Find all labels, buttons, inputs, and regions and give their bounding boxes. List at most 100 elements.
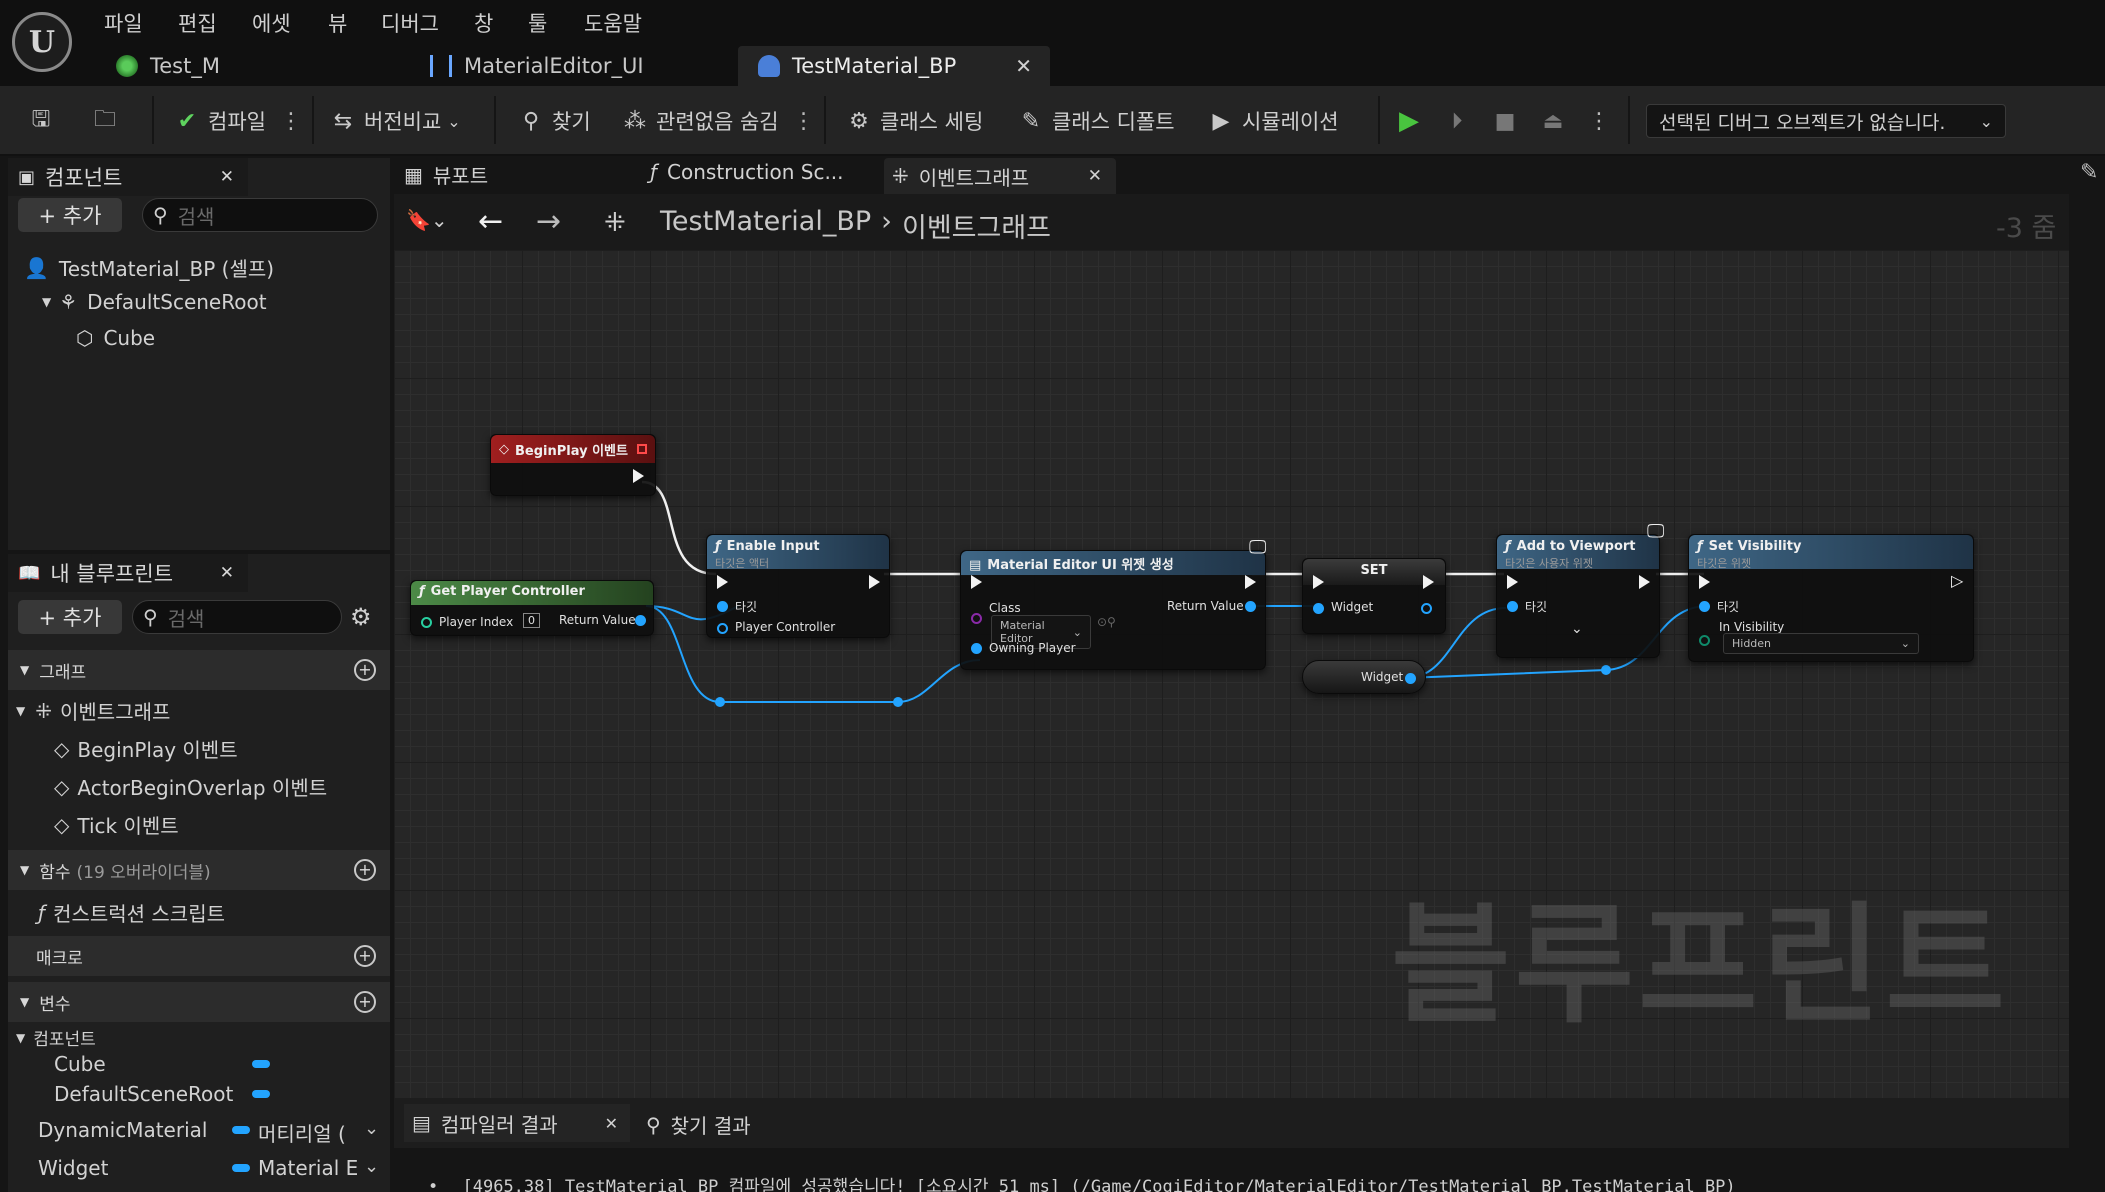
exec-out-pin[interactable]: ▷ bbox=[1951, 571, 1964, 590]
player-controller-in-pin[interactable] bbox=[717, 623, 728, 634]
menu-debug[interactable]: 디버그 bbox=[381, 12, 439, 36]
tree-item-cube[interactable]: ⬡ Cube bbox=[76, 326, 155, 350]
debug-object-dropdown[interactable]: 선택된 디버그 오브젝트가 없습니다. ⌄ bbox=[1646, 104, 2006, 138]
tree-item-eventgraph[interactable]: ▼ ⁜ 이벤트그래프 bbox=[16, 696, 170, 725]
tree-item-event-actorbeginoverlap[interactable]: ◇ ActorBeginOverlap 이벤트 bbox=[54, 772, 327, 801]
exec-in-pin[interactable] bbox=[971, 575, 982, 589]
owning-player-in-pin[interactable] bbox=[971, 643, 982, 654]
tab-compiler-results[interactable]: ▤ 컴파일러 결과 ✕ bbox=[404, 1104, 630, 1142]
diff-button[interactable]: ⇆ 버전비교 ⌄ bbox=[330, 104, 461, 138]
graph-tab-viewport[interactable]: ▦ 뷰포트 bbox=[404, 160, 488, 189]
graph-tab-construction-script[interactable]: ƒ Construction Sc... bbox=[650, 160, 844, 184]
reroute-knot[interactable] bbox=[893, 697, 903, 707]
find-button[interactable]: ⚲ 찾기 bbox=[518, 104, 591, 138]
class-defaults-button[interactable]: ✎ 클래스 디폴트 bbox=[1018, 104, 1175, 138]
stop-icon[interactable]: ■ bbox=[1494, 108, 1516, 134]
step-icon[interactable]: ⏵ bbox=[1451, 108, 1463, 134]
my-blueprint-tab[interactable]: 📖 내 블루프린트 ✕ bbox=[8, 554, 248, 592]
exec-in-pin[interactable] bbox=[1699, 575, 1710, 589]
tree-item-defaultsceneroot[interactable]: ▼ ⚘ DefaultSceneRoot bbox=[42, 290, 267, 314]
visibility-dropdown[interactable]: Hidden⌄ bbox=[1723, 633, 1919, 654]
compile-button[interactable]: ✔ 컴파일 ⋮ bbox=[174, 104, 302, 138]
play-icon[interactable]: ▶ bbox=[1399, 106, 1419, 136]
eject-icon[interactable]: ⏏ bbox=[1542, 108, 1564, 134]
reroute-knot[interactable] bbox=[715, 697, 725, 707]
tree-item-event-beginplay[interactable]: ◇ BeginPlay 이벤트 bbox=[54, 734, 238, 763]
menu-help[interactable]: 도움말 bbox=[584, 12, 642, 36]
add-component-button[interactable]: + 추가 bbox=[18, 198, 122, 232]
exec-in-pin[interactable] bbox=[717, 575, 728, 589]
node-beginplay[interactable]: ◇ BeginPlay 이벤트 bbox=[490, 434, 656, 496]
object-out-pin[interactable] bbox=[635, 615, 646, 626]
section-graphs[interactable]: ▼ 그래프 + bbox=[8, 650, 390, 690]
node-widget-getter[interactable]: Widget bbox=[1302, 660, 1426, 694]
variable-dynamicmaterial[interactable]: DynamicMaterial bbox=[38, 1118, 207, 1142]
player-index-input[interactable]: 0 bbox=[523, 613, 540, 628]
menu-asset[interactable]: 에셋 bbox=[252, 12, 291, 36]
menu-window[interactable]: 창 bbox=[474, 12, 494, 36]
exec-out-pin[interactable] bbox=[1245, 575, 1256, 589]
graph-tab-eventgraph[interactable]: ⁜ 이벤트그래프 ✕ bbox=[884, 158, 1116, 194]
hide-unrelated-options-icon[interactable]: ⋮ bbox=[792, 108, 815, 134]
target-in-pin[interactable] bbox=[1507, 601, 1518, 612]
simulation-button[interactable]: ▶ 시뮬레이션 bbox=[1208, 104, 1339, 138]
edit-pencil-icon[interactable]: ✎ bbox=[2080, 160, 2099, 185]
widget-out-pin[interactable] bbox=[1421, 603, 1432, 614]
variable-widget[interactable]: Widget bbox=[38, 1156, 108, 1180]
tree-item-self[interactable]: 👤 TestMaterial_BP (셀프) bbox=[24, 253, 274, 282]
variable-type-label[interactable]: Material E bbox=[258, 1156, 359, 1180]
doc-tab-materialeditor-ui[interactable]: MaterialEditor_UI bbox=[410, 46, 730, 86]
expand-arrow-icon[interactable]: ▼ bbox=[42, 295, 52, 309]
variable-defaultsceneroot[interactable]: DefaultSceneRoot bbox=[54, 1082, 233, 1106]
enum-in-pin[interactable] bbox=[1699, 635, 1710, 646]
target-in-pin[interactable] bbox=[1699, 601, 1710, 612]
chevron-down-icon[interactable]: ⌄ bbox=[364, 1118, 380, 1139]
breadcrumb-root[interactable]: TestMaterial_BP bbox=[660, 206, 872, 237]
node-set-widget[interactable]: SET Widget bbox=[1302, 558, 1446, 634]
object-out-pin[interactable] bbox=[1245, 601, 1256, 612]
variable-cube[interactable]: Cube bbox=[54, 1052, 106, 1076]
forward-arrow-icon[interactable]: → bbox=[536, 204, 562, 239]
variable-group-components[interactable]: ▼ 컴포넌트 bbox=[16, 1025, 96, 1050]
variable-type-label[interactable]: 머티리얼 ( bbox=[258, 1122, 346, 1146]
tab-find-results[interactable]: ⚲ 찾기 결과 bbox=[646, 1110, 751, 1139]
browse-button[interactable]: 🗀 bbox=[92, 104, 126, 138]
play-options-icon[interactable]: ⋮ bbox=[1588, 108, 1610, 134]
exec-in-pin[interactable] bbox=[1313, 575, 1324, 589]
settings-gear-icon[interactable]: ⚙ bbox=[350, 603, 372, 631]
exec-in-pin[interactable] bbox=[1507, 575, 1518, 589]
chevron-down-icon[interactable]: ⌄ bbox=[364, 1156, 380, 1177]
section-macros[interactable]: 매크로 + bbox=[8, 936, 390, 976]
section-variables[interactable]: ▼ 변수 + bbox=[8, 982, 390, 1022]
object-out-pin[interactable] bbox=[1405, 673, 1416, 684]
add-member-button[interactable]: + 추가 bbox=[18, 600, 122, 634]
target-in-pin[interactable] bbox=[717, 601, 728, 612]
menu-edit[interactable]: 편집 bbox=[178, 12, 217, 36]
expand-chevron-icon[interactable]: ⌄ bbox=[1571, 621, 1583, 637]
menu-tools[interactable]: 툴 bbox=[528, 12, 548, 36]
class-settings-button[interactable]: ⚙ 클래스 세팅 bbox=[846, 104, 983, 138]
tree-item-event-tick[interactable]: ◇ Tick 이벤트 bbox=[54, 810, 179, 839]
doc-tab-testmaterial-bp[interactable]: TestMaterial_BP ✕ bbox=[738, 46, 1050, 86]
hide-unrelated-button[interactable]: ⁂ 관련없음 숨김 ⋮ bbox=[622, 104, 815, 138]
section-functions[interactable]: ▼ 함수 (19 오버라이더블) + bbox=[8, 850, 390, 890]
close-icon[interactable]: ✕ bbox=[219, 167, 234, 187]
compile-options-icon[interactable]: ⋮ bbox=[279, 108, 302, 134]
add-macro-icon[interactable]: + bbox=[354, 945, 376, 967]
exec-out-pin[interactable] bbox=[633, 469, 644, 483]
close-icon[interactable]: ✕ bbox=[1087, 166, 1102, 186]
class-in-pin[interactable] bbox=[971, 613, 982, 624]
add-function-icon[interactable]: + bbox=[354, 859, 376, 881]
components-panel-tab[interactable]: ▣ 컴포넌트 ✕ bbox=[8, 158, 248, 196]
tree-item-construction-script[interactable]: ƒ 컨스트럭션 스크립트 bbox=[38, 898, 225, 927]
unreal-logo-icon[interactable]: U bbox=[12, 12, 72, 72]
save-button[interactable]: 🖫 bbox=[28, 104, 62, 138]
widget-in-pin[interactable] bbox=[1313, 603, 1324, 614]
exec-out-pin[interactable] bbox=[1639, 575, 1650, 589]
my-blueprint-search-input[interactable]: ⚲ 검색 bbox=[132, 600, 342, 634]
